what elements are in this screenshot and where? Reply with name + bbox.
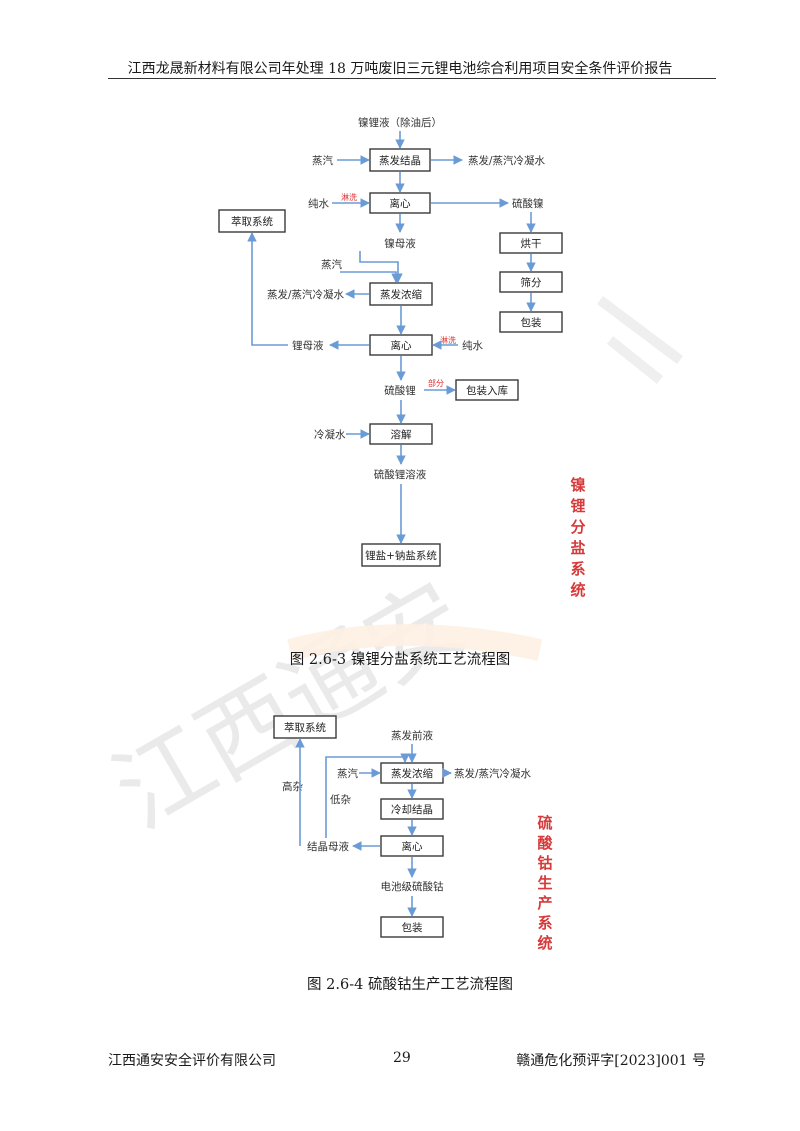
- figure-2-caption: 图 2.6-4 硫酸钴生产工艺流程图: [307, 977, 513, 993]
- box-pack-1: [499, 311, 563, 333]
- label-nickel-sulfate: 硫酸镍: [512, 197, 544, 210]
- label-high-impurity: 高杂: [282, 780, 303, 793]
- label-pack-store: 包装入库: [466, 384, 508, 397]
- side-title-1-char-2: 锂: [570, 497, 585, 515]
- figure-1-side-title: 镍 锂 分 盐 系 统: [570, 476, 585, 599]
- label-pack-2: 包装: [402, 921, 423, 934]
- label-li-solution: 硫酸锂溶液: [374, 468, 427, 481]
- label-rinse-2: 淋洗: [440, 335, 456, 345]
- figure-2-side-title: 硫 酸 钴 生 产 系 统: [537, 814, 553, 952]
- label-pack-1: 包装: [521, 316, 542, 329]
- label-extraction-2: 萃取系统: [284, 721, 326, 734]
- label-evap-conc-2: 蒸发浓缩: [391, 767, 433, 780]
- figure-2-flowchart: 萃取系统 蒸发浓缩 冷却结晶 离心 包装 蒸发前液 蒸汽 蒸发/蒸汽冷凝水 高杂…: [273, 715, 553, 952]
- label-evap-conc: 蒸发浓缩: [380, 288, 422, 301]
- label-nickel-mother: 镍母液: [384, 237, 416, 250]
- label-centrifuge-1: 离心: [390, 197, 411, 210]
- box-centrifuge-1: [369, 192, 431, 214]
- label-rinse-1: 淋洗: [341, 192, 357, 202]
- side-title-2-char-6: 系: [537, 914, 552, 932]
- box-li-na-system: [361, 543, 441, 567]
- side-title-1-char-1: 镍: [570, 476, 585, 494]
- label-steam-1: 蒸汽: [312, 154, 333, 167]
- label-lithium-sulfate: 硫酸锂: [384, 384, 416, 397]
- side-title-2-char-2: 酸: [537, 834, 553, 852]
- page-header: 江西龙晟新材料有限公司年处理 18 万吨废旧三元锂电池综合利用项目安全条件评价报…: [127, 61, 673, 77]
- watermark-arc: [287, 624, 543, 661]
- footer-company: 江西通安安全评价有限公司: [108, 1053, 276, 1069]
- box-dry: [499, 232, 563, 254]
- label-dry: 烘干: [521, 238, 542, 250]
- box-extraction: [218, 209, 286, 233]
- edge-steam2: [340, 271, 401, 283]
- label-pure-water-1: 纯水: [308, 197, 329, 210]
- side-title-1-char-4: 盐: [570, 539, 585, 557]
- footer-report-number: 赣通危化预评字[2023]001 号: [516, 1053, 706, 1069]
- side-title-1-char-6: 统: [570, 581, 585, 599]
- label-centrifuge-3: 离心: [402, 840, 423, 853]
- label-evap-cryst: 蒸发结晶: [379, 154, 421, 167]
- label-evap-water-1: 蒸发/蒸汽冷凝水: [468, 154, 546, 167]
- box-dissolve: [369, 423, 433, 445]
- side-title-2-char-1: 硫: [537, 814, 552, 832]
- label-pre-evap: 蒸发前液: [391, 729, 433, 742]
- label-extraction: 萃取系统: [231, 215, 273, 228]
- edge-low-impurity-recycle: [325, 753, 410, 838]
- watermark-mark: [597, 296, 683, 384]
- label-evap-water-3: 蒸发/蒸汽冷凝水: [454, 767, 532, 780]
- label-evap-water-2: 蒸发/蒸汽冷凝水: [267, 288, 345, 301]
- label-cool-cryst: 冷却结晶: [391, 803, 433, 816]
- side-title-2-char-7: 统: [537, 934, 552, 952]
- footer-page-number: 29: [393, 1050, 411, 1066]
- side-title-2-char-4: 生: [537, 874, 552, 892]
- box-evap-conc: [369, 282, 433, 306]
- figure-1-caption: 图 2.6-3 镍锂分盐系统工艺流程图: [289, 652, 511, 668]
- label-steam-3: 蒸汽: [337, 767, 358, 780]
- box-pack-2: [380, 916, 444, 938]
- edge-lithium-mother-to-extraction: [247, 232, 288, 346]
- label-dissolve: 溶解: [391, 428, 412, 441]
- side-title-2-char-3: 钴: [537, 854, 552, 872]
- edge-nickel-mother-to-conc: [359, 251, 403, 283]
- box-centrifuge-3: [380, 835, 444, 857]
- box-sieve: [499, 271, 563, 293]
- label-pure-water-2: 纯水: [462, 339, 483, 352]
- side-title-2-char-5: 产: [537, 894, 552, 912]
- box-evap-cryst: [369, 148, 431, 172]
- label-centrifuge-2: 离心: [391, 339, 412, 352]
- side-title-1-char-5: 系: [570, 560, 585, 578]
- label-steam-2: 蒸汽: [321, 258, 342, 271]
- header-rule: [108, 78, 716, 79]
- box-pack-store: [455, 379, 519, 401]
- box-cool-cryst: [380, 798, 444, 820]
- label-cryst-mother: 结晶母液: [307, 840, 349, 853]
- label-partial: 部分: [428, 378, 444, 388]
- label-lithium-mother: 锂母液: [292, 339, 324, 352]
- figure-1-flowchart: 蒸发结晶 离心 萃取系统 烘干 筛分 包装 蒸发浓缩 离心 包装入库 溶解 锂盐…: [218, 116, 586, 599]
- label-sieve: 筛分: [521, 276, 542, 289]
- label-battery-cobalt: 电池级硫酸钴: [381, 880, 444, 893]
- label-cond-water: 冷凝水: [314, 428, 346, 441]
- label-low-impurity: 低杂: [330, 793, 351, 806]
- label-li-na-system: 锂盐+钠盐系统: [365, 549, 437, 562]
- box-centrifuge-2: [369, 334, 433, 356]
- box-extraction-2: [273, 715, 337, 739]
- side-title-1-char-3: 分: [570, 518, 585, 536]
- label-top-input: 镍锂液（除油后）: [358, 116, 442, 129]
